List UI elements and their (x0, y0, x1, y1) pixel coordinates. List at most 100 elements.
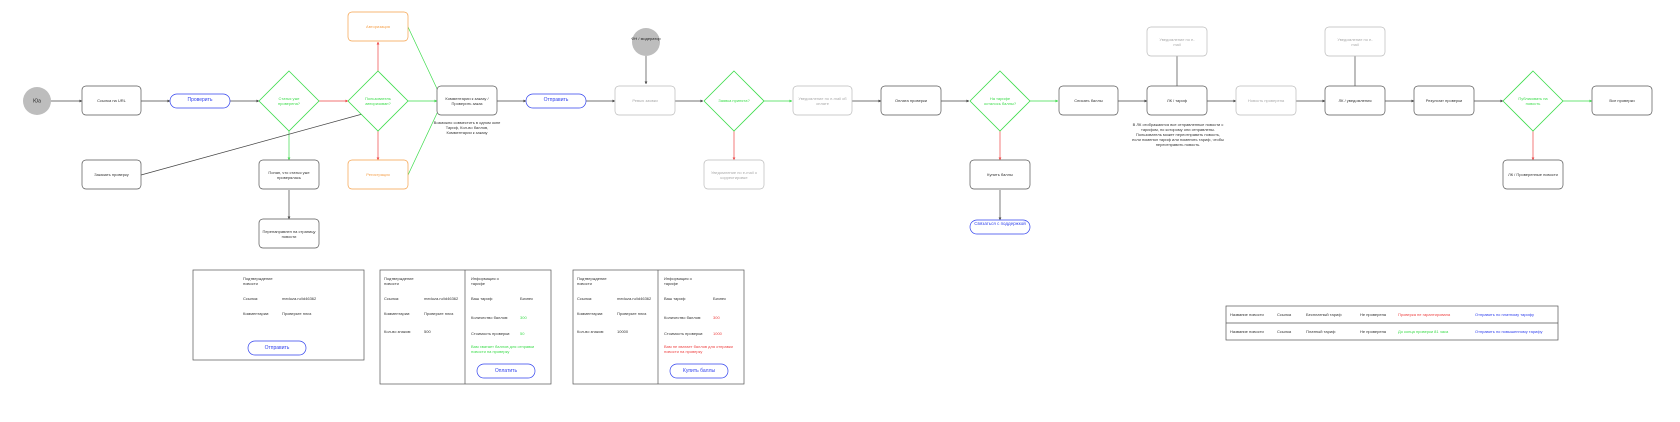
form2-note: Вам хватает баллов для отправки новости … (471, 344, 535, 354)
form1-title: Подтверждение новости (243, 276, 273, 286)
form2-chars-label: Кол-во знаков: (384, 329, 412, 334)
edge (407, 26, 440, 94)
notify-email-2-box (1324, 26, 1386, 57)
notify-correction-box (703, 159, 765, 190)
table-row-1-note: Проверка не гарантирована (1398, 312, 1451, 317)
check-result-label: Результат проверки (1425, 98, 1463, 103)
lk-notifications-label: ЛК / уведомления (1338, 98, 1372, 103)
order-check-box (81, 159, 142, 190)
pay-check-box (880, 85, 942, 116)
send-button-label[interactable]: Отправить (543, 97, 569, 103)
form1-send-button[interactable] (247, 340, 307, 356)
form2-cost-value: 50 (520, 331, 525, 336)
table-row-2-link[interactable]: Ссылка (1277, 329, 1292, 334)
form3-points-value: 300 (713, 315, 720, 320)
enough-points-diamond (969, 70, 1031, 132)
edge (140, 112, 367, 176)
table-row-2-action[interactable]: Отправить по повышенному тарифу (1475, 329, 1543, 334)
order-comment-box (436, 85, 498, 116)
buy-points-box (969, 159, 1031, 190)
notify-email-1-box (1146, 26, 1208, 57)
form2-points-label: Количество баллов: (471, 315, 509, 320)
form3-tariff-title: Информация о тарифе (664, 276, 692, 286)
start-node: Юа (23, 87, 51, 115)
check-result-box (1413, 85, 1475, 116)
deduct-points-label: Списать баллы (1074, 98, 1103, 103)
lk-tariff-label: ЛК / тариф (1166, 98, 1188, 103)
form3-note: Вам не хватает баллов для отправки новос… (664, 344, 733, 354)
form3-comment-label: Комментарии: (577, 311, 604, 316)
form3-buy-button[interactable] (669, 363, 729, 379)
redirect-label: Перенаправлен на страницу новости (262, 229, 316, 239)
pill-buttons (169, 93, 1031, 235)
form1-send-label[interactable]: Отправить (264, 345, 290, 351)
form3-link-value: meduza.ru/id46362 (617, 296, 652, 301)
notify-correction-label: Уведомление по e-mail о корректировке (711, 170, 757, 180)
form3-tariff-label: Ваш тариф: (664, 296, 687, 301)
form-buttons (247, 340, 729, 379)
pay-check-label: Оплата проверки (895, 98, 927, 103)
lk-notifications-box (1324, 85, 1386, 116)
request-accepted-diamond (703, 70, 765, 132)
notify-email-1-label: Уведомление по e-mail (1159, 37, 1195, 47)
edge (407, 108, 440, 176)
connectors (49, 26, 1593, 221)
form1-comment-value: Проверьте плиз (282, 311, 312, 316)
check-button[interactable] (169, 93, 231, 109)
table-row-2-name: Название новости (1230, 329, 1264, 334)
table-row-1-action[interactable]: Отправить по платному тарифу (1475, 312, 1534, 317)
form2-cost-label: Стоимость проверки: (471, 331, 511, 336)
form3-cost-label: Стоимость проверки: (664, 331, 704, 336)
review-box (614, 85, 676, 116)
form2-link-value: meduza.ru/id46362 (424, 296, 459, 301)
form1-frame (192, 269, 365, 361)
publish-diamond (1502, 70, 1564, 132)
form3-buy-label[interactable]: Купить баллы (682, 368, 716, 374)
news-checked-box (1235, 85, 1297, 116)
buy-points-label: Купить баллы (987, 172, 1013, 177)
authorization-label: Авторизация (366, 24, 390, 29)
already-checked-msg-box (258, 159, 320, 190)
lk-checked-news-label: ЛК / Проверенные новости (1508, 172, 1558, 177)
form2-pay-label[interactable]: Оплатить (494, 368, 518, 374)
authorized-diamond (347, 70, 409, 132)
order-note: Возможно совместить в одном окне Тариф, … (433, 120, 501, 135)
url-link-label: Ссылка на URL (97, 98, 126, 103)
publish-news-label: Публиковать на новость (1518, 96, 1548, 106)
forms-frames (192, 269, 1559, 385)
form3-points-label: Количество баллов: (664, 315, 702, 320)
send-button[interactable] (525, 93, 587, 109)
form3-comment-value: Проверьте плиз (617, 311, 647, 316)
already-checked-label: Статья уже проверена? (277, 96, 301, 106)
check-button-label[interactable]: Проверить (187, 97, 213, 103)
table-row-2-tariff: Платный тариф (1306, 329, 1336, 334)
form2-points-value: 300 (520, 315, 527, 320)
form1-comment-label: Комментарии: (243, 311, 270, 316)
form2-comment-label: Комментарии: (384, 311, 411, 316)
form3-chars-label: Кол-во знаков: (577, 329, 605, 334)
form3-cost-value: 1000 (713, 331, 722, 336)
registration-label: Регистрация (366, 172, 390, 177)
registration-box (347, 159, 409, 190)
form2-link-label: Ссылка: (384, 296, 400, 301)
enough-points-label: На тарифе осталось баллы? (983, 96, 1017, 106)
start-label: Юа (33, 99, 41, 105)
order-comment-label: Комментарии к заказу / Проверить заказ (445, 96, 489, 106)
table-row-1-link[interactable]: Ссылка (1277, 312, 1292, 317)
form2-pay-button[interactable] (476, 363, 536, 379)
form2-title: Подтверждение новости (384, 276, 414, 286)
notify-email-2-label: Уведомление по e-mail (1337, 37, 1373, 47)
form3-tariff-value: Бизнес (713, 296, 727, 301)
deduct-points-box (1058, 85, 1119, 116)
contact-support-button[interactable] (969, 219, 1031, 235)
already-checked-msg-label: Попап, что статья уже проверялась (268, 170, 310, 180)
notify-payment-label: Уведомление по e-mail об оплате (798, 96, 847, 106)
review-label: Ревью заявки (632, 98, 658, 103)
lk-checked-news-box (1502, 159, 1564, 190)
contact-support-label[interactable]: Связаться с поддержкой (974, 221, 1026, 226)
form3-title: Подтверждение новости (577, 276, 607, 286)
table-row-1-name: Название новости (1230, 312, 1264, 317)
authorized-label: Пользователь авторизован? (365, 96, 391, 106)
form2-tariff-value: Бизнес (520, 296, 534, 301)
moderator-label: ФН / модератор (631, 36, 661, 41)
